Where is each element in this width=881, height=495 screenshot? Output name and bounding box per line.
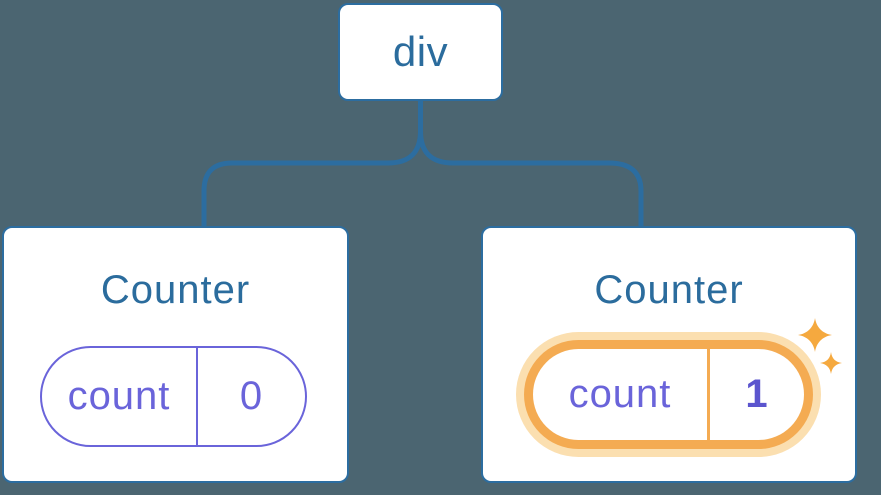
state-value: 0 — [196, 348, 305, 445]
node-title: Counter — [594, 268, 744, 312]
state-key-label: count — [568, 372, 672, 416]
tree-node-counter-left: Counter count 0 — [2, 226, 349, 483]
tree-node-counter-right: Counter count 1 — [481, 226, 857, 483]
sparkles-decoration — [798, 318, 842, 374]
connector-branch-left — [201, 100, 423, 227]
connector-branch-right — [418, 100, 644, 227]
state-pill-highlighted: count 1 — [533, 349, 804, 440]
state-value: 1 — [707, 349, 804, 440]
tree-node-div: div — [338, 3, 503, 101]
node-title: Counter — [100, 268, 251, 312]
root-node-label: div — [392, 28, 449, 75]
sparkle-icon-large — [798, 318, 832, 352]
state-key-label: count — [67, 374, 171, 418]
sparkle-icon-small — [820, 352, 842, 374]
state-pill: count 0 — [40, 346, 307, 447]
